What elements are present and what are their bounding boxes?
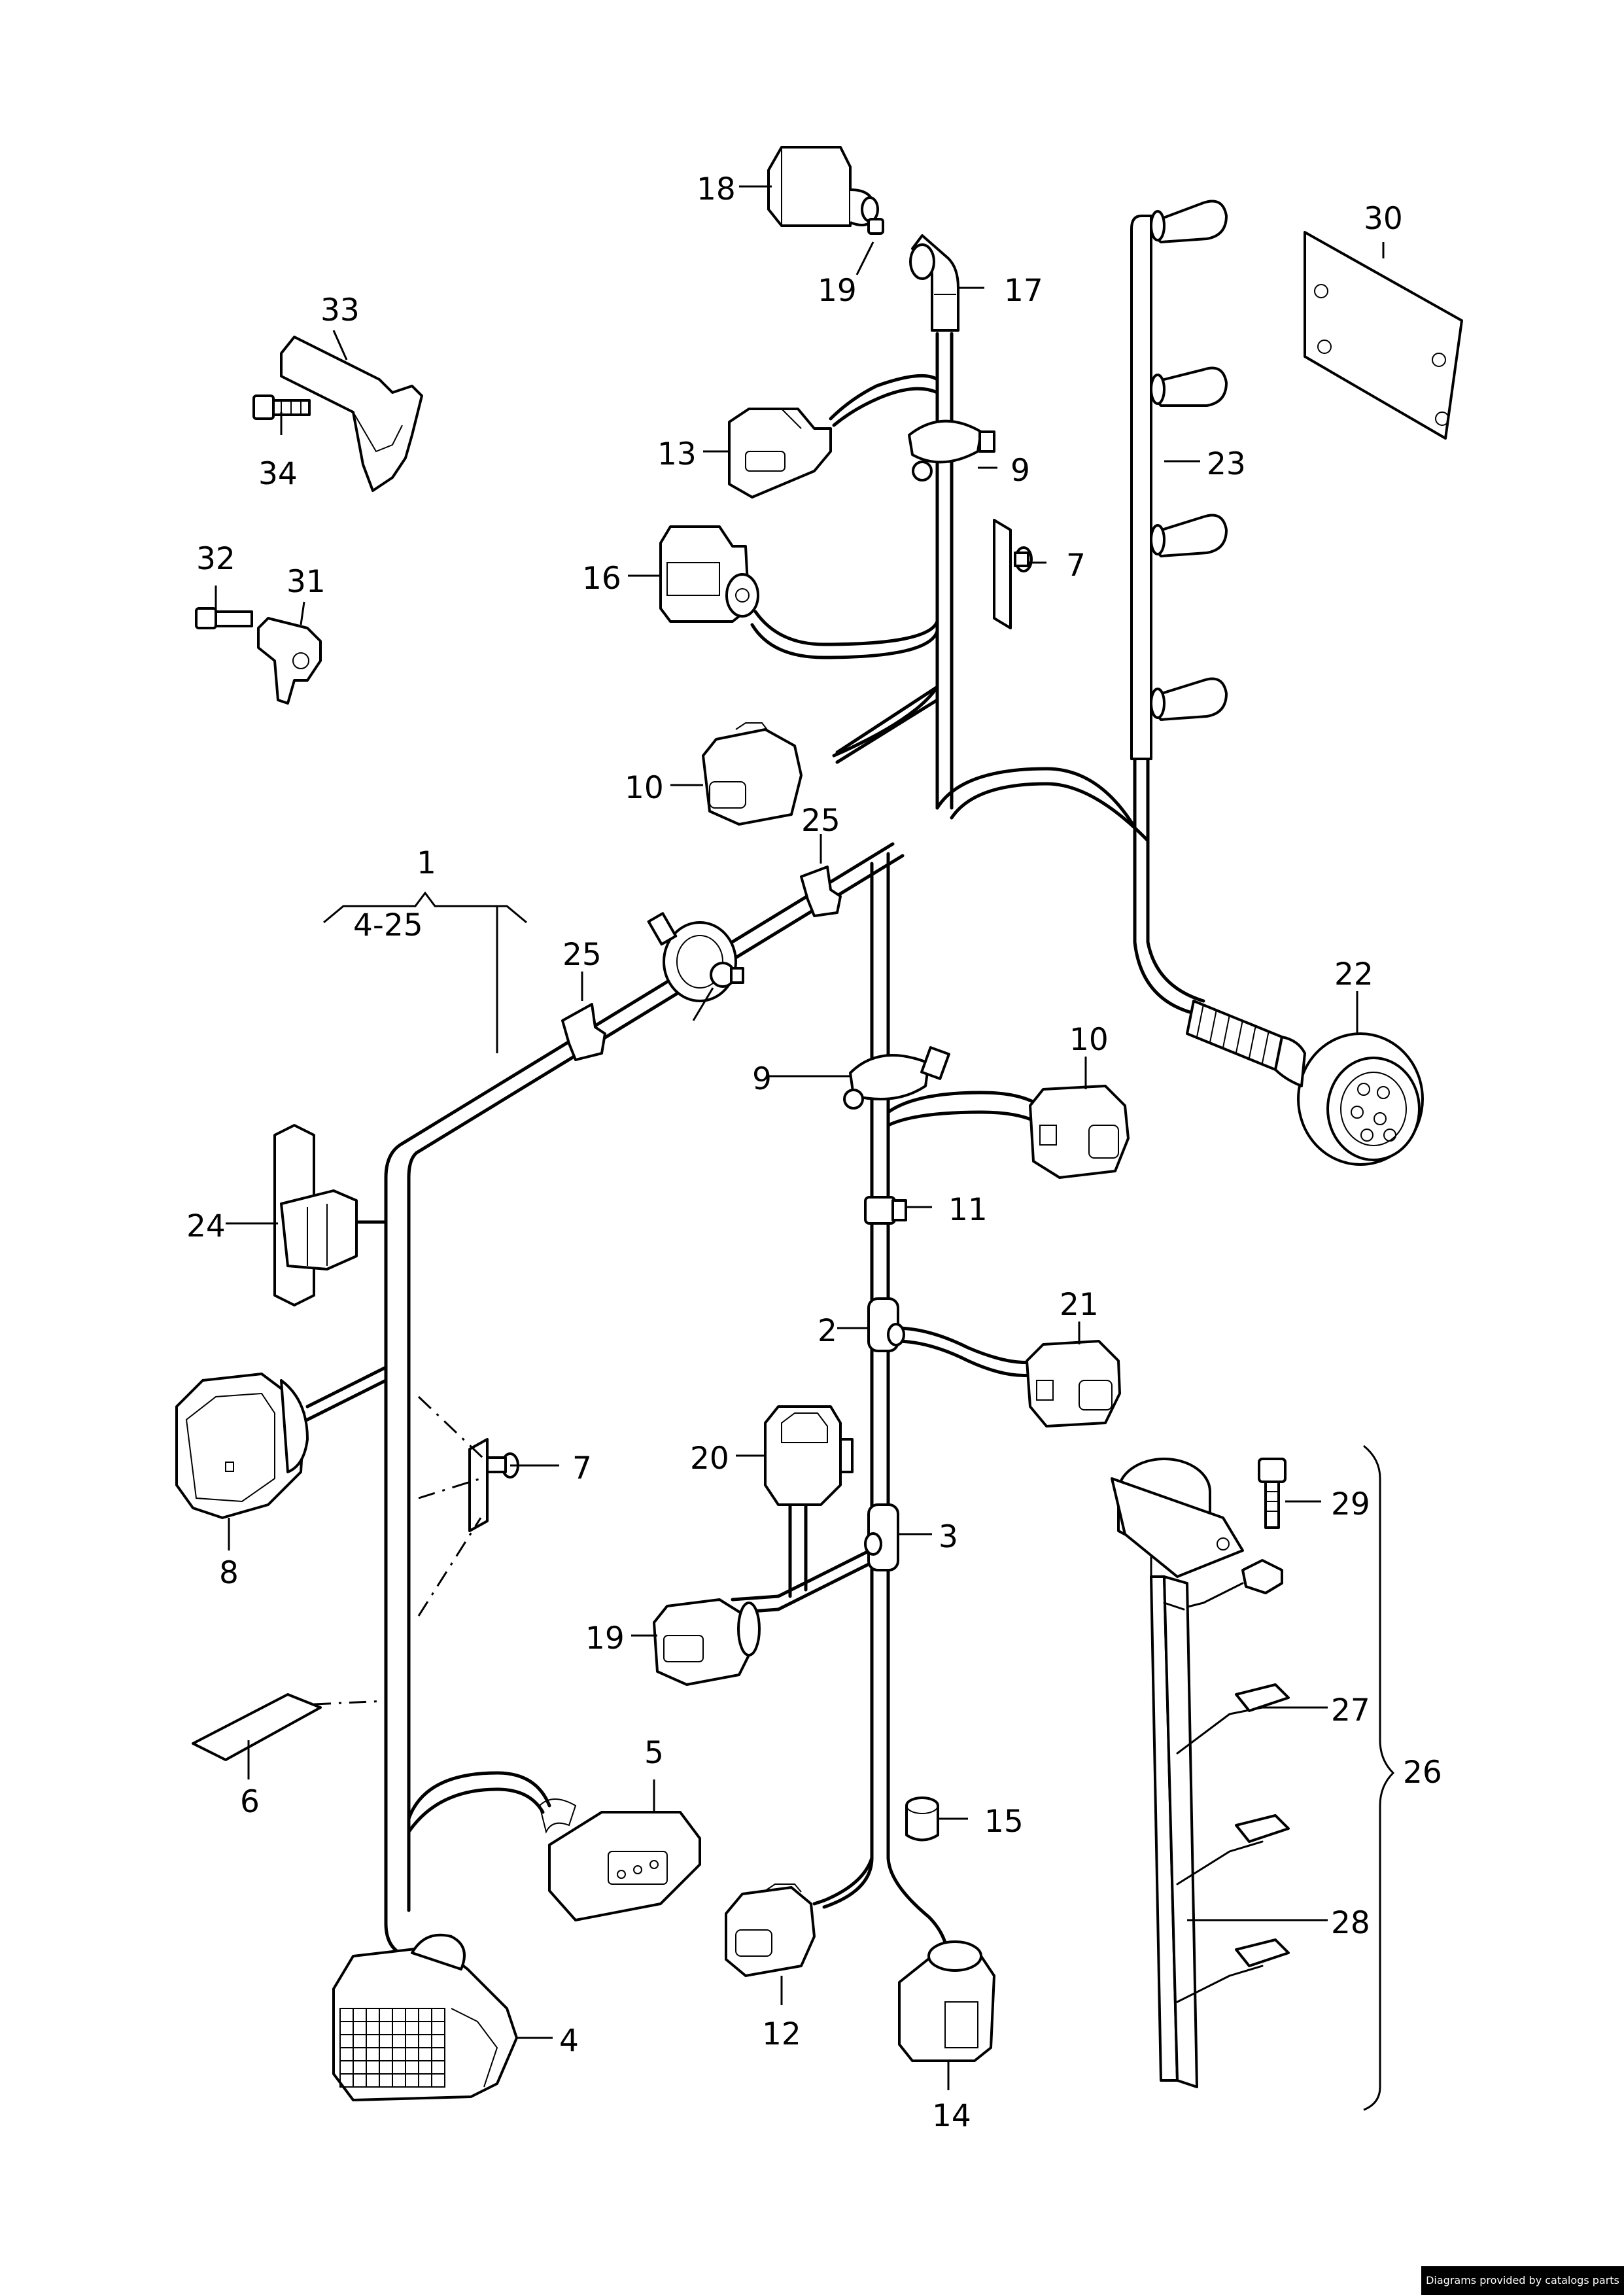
callout-5: 5 bbox=[644, 1735, 664, 1771]
clip-9-lower bbox=[843, 1046, 950, 1110]
callout-6: 6 bbox=[240, 1784, 260, 1820]
footer-credit: Diagrams provided by catalogs parts bbox=[1421, 2266, 1624, 2295]
callout-4: 4 bbox=[559, 2023, 579, 2059]
harness-wires bbox=[305, 332, 1205, 1965]
callout-21: 21 bbox=[1060, 1287, 1099, 1323]
callout-30: 30 bbox=[1364, 201, 1403, 237]
clip-11 bbox=[864, 1196, 907, 1225]
connector-21 bbox=[1026, 1340, 1121, 1428]
connector-12 bbox=[725, 1883, 816, 1977]
callout-15: 15 bbox=[984, 1804, 1024, 1840]
bracket-31 bbox=[257, 617, 322, 705]
callout-19-lower: 19 bbox=[585, 1621, 625, 1656]
connector-10-lower bbox=[1029, 1085, 1130, 1179]
callout-28: 28 bbox=[1331, 1905, 1370, 1941]
callout-29: 29 bbox=[1331, 1486, 1370, 1522]
callout-2: 2 bbox=[818, 1313, 837, 1349]
connector-5 bbox=[538, 1798, 701, 1921]
grommet-17 bbox=[909, 234, 959, 332]
callout-33: 33 bbox=[320, 292, 360, 328]
callout-9-middle: 9 bbox=[752, 1061, 772, 1097]
callout-8: 8 bbox=[219, 1555, 239, 1591]
callout-1-range: 4-25 bbox=[353, 907, 423, 943]
callout-3: 3 bbox=[939, 1519, 958, 1555]
bolt-34 bbox=[252, 394, 311, 420]
callout-22: 22 bbox=[1334, 956, 1373, 992]
callout-10-upper: 10 bbox=[625, 770, 664, 806]
connector-20 bbox=[764, 1405, 854, 1506]
bracket-33 bbox=[280, 336, 423, 492]
callout-1: 1 bbox=[417, 845, 436, 881]
bracket-7-upper bbox=[993, 519, 1033, 629]
bolt-32 bbox=[195, 607, 253, 629]
callout-23: 23 bbox=[1207, 446, 1246, 482]
callout-31: 31 bbox=[286, 564, 326, 600]
bolt-29 bbox=[1258, 1458, 1287, 1529]
callout-7-lower: 7 bbox=[572, 1450, 592, 1486]
connector-13 bbox=[728, 408, 832, 499]
callout-11: 11 bbox=[948, 1192, 988, 1228]
label-6 bbox=[192, 1693, 322, 1761]
harness-23 bbox=[1130, 200, 1228, 760]
callout-10-lower: 10 bbox=[1069, 1022, 1109, 1058]
callout-16: 16 bbox=[582, 561, 621, 597]
bracket-group-26 bbox=[1363, 1445, 1395, 2111]
clip-9-upper bbox=[908, 419, 995, 482]
callout-14: 14 bbox=[932, 2098, 971, 2134]
connector-4 bbox=[332, 1933, 518, 2101]
callout-19-upper: 19 bbox=[818, 273, 857, 309]
bracket-24 bbox=[273, 1124, 358, 1306]
callout-34: 34 bbox=[258, 456, 298, 492]
callout-25-left: 25 bbox=[562, 937, 602, 973]
connector-14 bbox=[898, 1940, 995, 2062]
connector-16 bbox=[659, 525, 759, 623]
callout-12: 12 bbox=[762, 2016, 801, 2052]
callout-7-upper: 7 bbox=[1066, 548, 1086, 584]
callout-20: 20 bbox=[690, 1441, 729, 1477]
junction-2 bbox=[867, 1297, 905, 1352]
sleeve-15 bbox=[905, 1796, 939, 1842]
callout-18: 18 bbox=[697, 171, 736, 207]
sensor-18 bbox=[767, 146, 879, 227]
callout-25-right: 25 bbox=[801, 803, 840, 839]
callout-17: 17 bbox=[1004, 273, 1043, 309]
connector-22 bbox=[1186, 1000, 1424, 1166]
callout-26: 26 bbox=[1403, 1755, 1442, 1791]
connector-10-upper bbox=[702, 722, 803, 826]
callout-13: 13 bbox=[657, 436, 697, 472]
plug-19-small bbox=[867, 218, 884, 235]
connector-19-lower bbox=[653, 1598, 761, 1686]
junction-3 bbox=[864, 1503, 899, 1571]
sensor-assembly-26 bbox=[1111, 1458, 1290, 2088]
plate-30 bbox=[1304, 231, 1463, 440]
callout-27: 27 bbox=[1331, 1692, 1370, 1728]
clip-25-right bbox=[800, 866, 842, 917]
callout-labels: 18 19 17 13 9 7 16 10 25 1 4-25 25 9 10 … bbox=[186, 171, 1442, 2134]
callout-24: 24 bbox=[186, 1208, 226, 1244]
callout-32: 32 bbox=[196, 541, 235, 577]
clip-9-middle bbox=[647, 912, 744, 1002]
leader-lines bbox=[215, 185, 1385, 2090]
clip-25-left bbox=[561, 1003, 606, 1061]
connector-8 bbox=[175, 1373, 309, 1519]
callout-9-upper: 9 bbox=[1011, 453, 1030, 489]
